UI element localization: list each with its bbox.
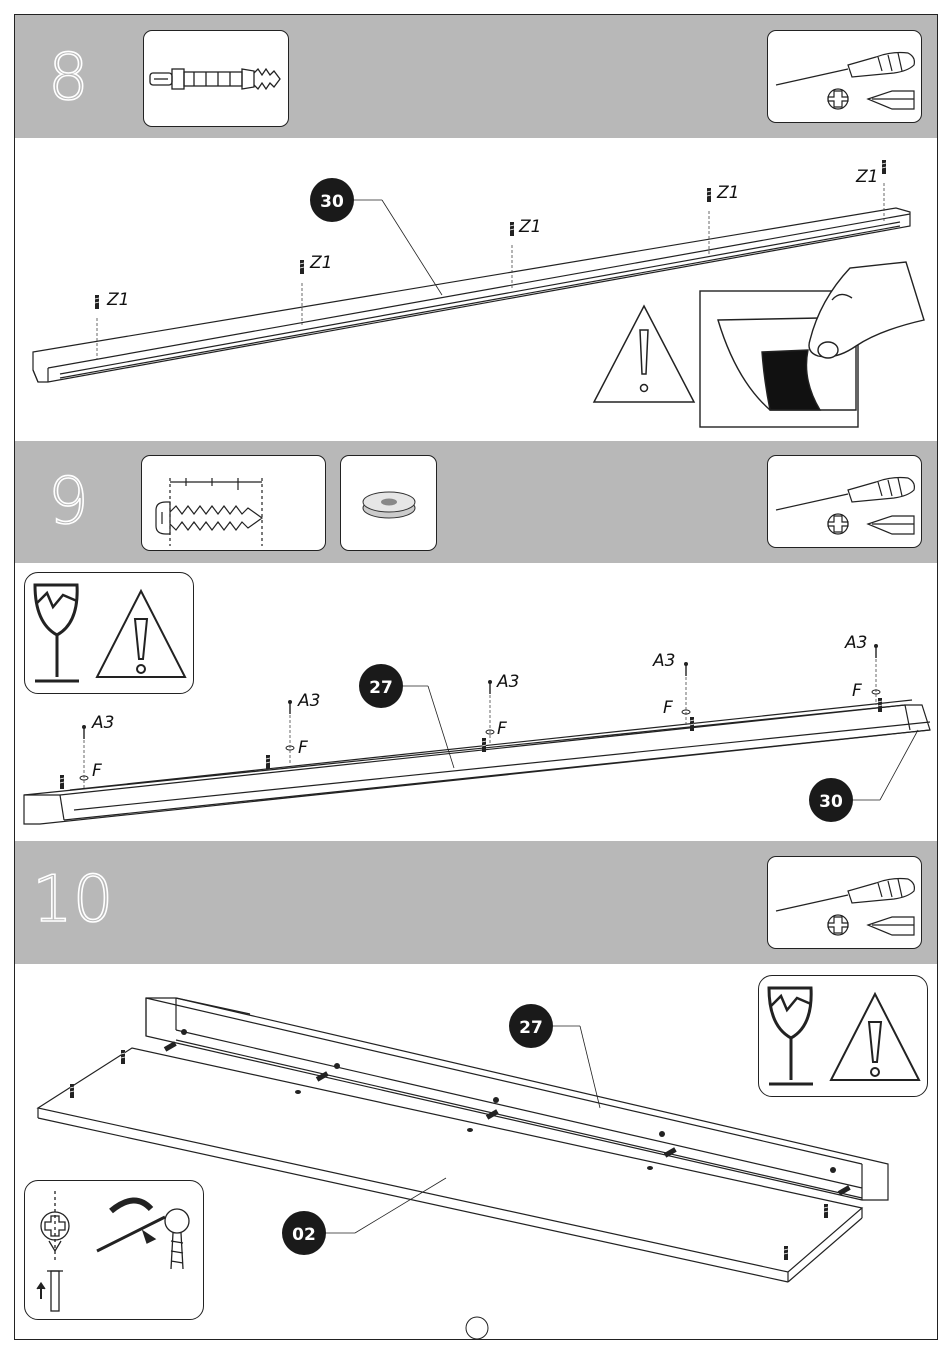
label-z1: Z1 — [518, 217, 541, 237]
part-number-02: 02 — [292, 1225, 316, 1245]
edge-peel-detail — [700, 262, 924, 427]
label-z1: Z1 — [309, 253, 332, 273]
label-a3: A3 — [844, 633, 867, 653]
board-30-27-step9 — [24, 700, 930, 824]
label-a3: A3 — [91, 713, 114, 733]
label-f: F — [298, 738, 308, 758]
label-z1: Z1 — [106, 290, 129, 310]
page-number-circle — [466, 1317, 488, 1339]
label-z1: Z1 — [855, 167, 878, 187]
label-z1: Z1 — [716, 183, 739, 203]
label-f: F — [852, 681, 862, 701]
label-a3: A3 — [496, 672, 519, 692]
label-a3: A3 — [652, 651, 675, 671]
label-f: F — [497, 719, 507, 739]
part-number-27: 27 — [519, 1018, 543, 1038]
part-number-30: 30 — [320, 192, 344, 212]
label-a3: A3 — [297, 691, 320, 711]
label-f: F — [663, 698, 673, 718]
label-f: F — [92, 761, 102, 781]
part-number-30: 30 — [819, 792, 843, 812]
warning-triangle-icon — [594, 306, 694, 402]
part-number-27: 27 — [369, 678, 393, 698]
